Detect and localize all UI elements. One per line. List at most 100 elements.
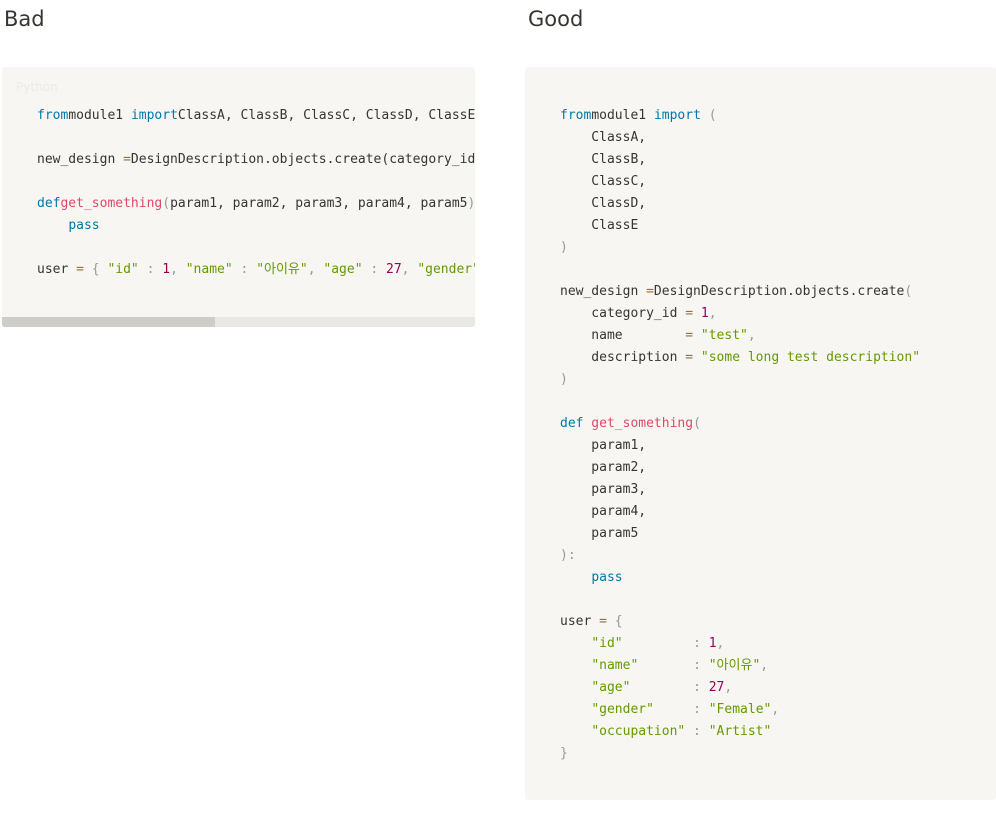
code-token: :: [638, 658, 709, 673]
code-line: ):: [560, 548, 576, 563]
good-code-block[interactable]: frommodule1 import ( ClassA, ClassB, Cla…: [525, 67, 996, 800]
code-token: [560, 570, 591, 585]
code-line: param4,: [560, 504, 646, 519]
code-token: from: [37, 108, 69, 123]
code-token: :: [630, 680, 709, 695]
code-token: (: [162, 196, 171, 211]
code-token: [560, 658, 591, 673]
code-token: ClassE: [560, 218, 639, 233]
code-token: {: [606, 614, 623, 629]
code-token: ,: [716, 636, 725, 651]
code-token: param3,: [560, 482, 647, 497]
code-token: "name": [591, 658, 639, 673]
code-token: ,: [401, 262, 418, 277]
code-token: import: [653, 108, 701, 123]
code-token: description: [560, 350, 686, 365]
code-token: get_something: [60, 196, 163, 211]
code-line: pass: [37, 218, 100, 233]
code-line: def get_something(: [560, 416, 701, 431]
code-token: ,: [724, 680, 733, 695]
code-token: "아이유": [708, 658, 761, 673]
good-heading: Good: [528, 7, 584, 31]
code-line: param1,: [560, 438, 646, 453]
code-token: "id": [591, 636, 623, 651]
code-token: from: [560, 108, 592, 123]
code-line: ): [560, 240, 568, 255]
code-token: (: [904, 284, 913, 299]
code-token: :: [362, 262, 387, 277]
code-token: :: [232, 262, 257, 277]
code-token: user: [37, 262, 77, 277]
code-token: "Artist": [708, 724, 772, 739]
code-token: ClassA,: [560, 130, 647, 145]
code-token: ,: [170, 262, 186, 277]
code-token: (: [700, 108, 717, 123]
code-token: "occupation": [591, 724, 686, 739]
code-line: frommodule1 importClassA, ClassB, ClassC…: [37, 108, 475, 123]
code-token: =: [646, 284, 654, 299]
code-token: =: [685, 350, 694, 365]
code-token: "gender": [591, 702, 654, 717]
code-token: DesignDescription.objects.create(categor…: [130, 152, 475, 167]
code-token: ClassD,: [560, 196, 647, 211]
code-token: new_design: [560, 284, 647, 299]
code-token: get_something: [583, 416, 694, 431]
code-token: "age": [323, 262, 363, 277]
code-token: category_id: [560, 306, 686, 321]
code-token: 1: [162, 262, 171, 277]
code-token: "Female": [708, 702, 772, 717]
code-token: import: [130, 108, 178, 123]
code-token: param4,: [560, 504, 647, 519]
code-token: 1: [708, 636, 717, 651]
code-token: [37, 218, 68, 233]
code-token: [560, 636, 591, 651]
code-token: }: [560, 746, 568, 761]
code-token: param2,: [560, 460, 647, 475]
code-line: param5: [560, 526, 638, 541]
code-token: def: [560, 416, 584, 431]
code-line: ClassD,: [560, 196, 646, 211]
code-token: ):: [560, 548, 576, 563]
bad-code-content: frommodule1 importClassA, ClassB, ClassC…: [37, 105, 475, 281]
code-token: param1, param2, param3, param4, param5: [170, 196, 468, 211]
code-token: =: [76, 262, 84, 277]
code-line: ClassE: [560, 218, 638, 233]
code-line: ClassA,: [560, 130, 646, 145]
language-label[interactable]: Python: [16, 80, 58, 94]
code-token: param1,: [560, 438, 647, 453]
bad-code-block[interactable]: Python frommodule1 importClassA, ClassB,…: [2, 67, 475, 327]
code-token: =: [123, 152, 131, 167]
code-token: ): [560, 240, 568, 255]
code-line: ClassB,: [560, 152, 646, 167]
code-line: "age" : 27,: [560, 680, 732, 695]
code-line: ): [560, 372, 568, 387]
code-token: ,: [747, 328, 756, 343]
code-token: pass: [68, 218, 100, 233]
code-token: ClassB,: [560, 152, 647, 167]
horizontal-scrollbar[interactable]: [2, 317, 475, 327]
code-token: :: [622, 636, 709, 651]
code-token: pass: [591, 570, 623, 585]
code-token: ): [560, 372, 568, 387]
code-line: category_id = 1,: [560, 306, 716, 321]
code-token: "test": [693, 328, 748, 343]
code-line: user = {: [560, 614, 623, 629]
code-line: user = { "id" : 1, "name" : "아이유", "age"…: [37, 262, 475, 277]
code-line: "gender" : "Female",: [560, 702, 779, 717]
good-code-content: frommodule1 import ( ClassA, ClassB, Cla…: [560, 105, 920, 765]
code-line: description = "some long test descriptio…: [560, 350, 920, 365]
code-line: "id" : 1,: [560, 636, 724, 651]
code-token: "gender": [417, 262, 475, 277]
code-line: defget_something(param1, param2, param3,…: [37, 196, 475, 211]
code-token: new_design: [37, 152, 124, 167]
code-line: param2,: [560, 460, 646, 475]
code-token: DesignDescription.objects.create: [653, 284, 905, 299]
code-line: pass: [560, 570, 623, 585]
code-token: module1: [591, 108, 654, 123]
code-line: }: [560, 746, 568, 761]
code-token: ClassA, ClassB, ClassC, ClassD, ClassE: [177, 108, 475, 123]
scrollbar-thumb[interactable]: [2, 317, 215, 327]
code-token: ,: [307, 262, 324, 277]
code-token: "id": [107, 262, 139, 277]
code-token: param5: [560, 526, 639, 541]
